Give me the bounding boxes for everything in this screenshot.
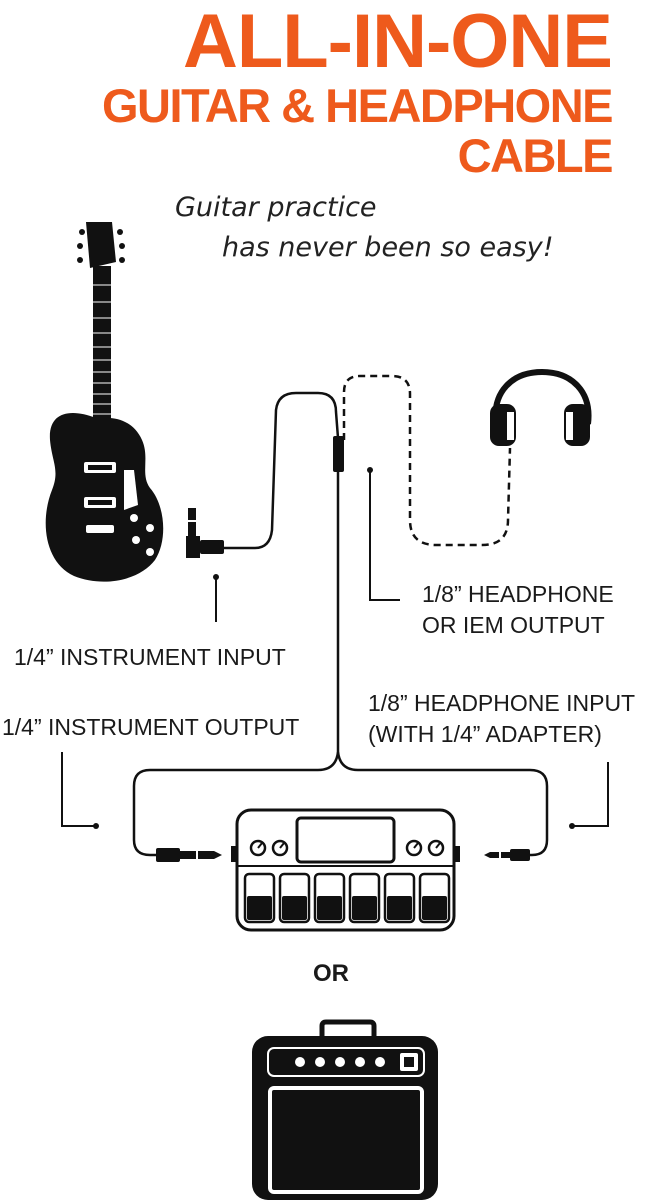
title-line-1: ALL-IN-ONE xyxy=(182,0,613,84)
title-line-2: GUITAR & HEADPHONE xyxy=(101,79,614,132)
label-instrument-input: 1/4” INSTRUMENT INPUT xyxy=(14,644,286,670)
amplifier-icon xyxy=(252,1019,438,1200)
label-headphone-input: 1/8” HEADPHONE INPUT (WITH 1/4” ADAPTER) xyxy=(368,688,635,750)
label-headphone-output: 1/8” HEADPHONE OR IEM OUTPUT xyxy=(422,579,614,641)
quarter-inch-plug-icon xyxy=(156,848,222,862)
label-headphone-output-line-1: 1/8” HEADPHONE xyxy=(422,581,614,607)
title-line-3: CABLE xyxy=(457,129,614,182)
label-headphone-output-line-2: OR IEM OUTPUT xyxy=(422,612,605,638)
tagline-line-2: has never been so easy! xyxy=(222,232,554,263)
label-headphone-input-line-2: (WITH 1/4” ADAPTER) xyxy=(368,721,602,747)
guitar-icon xyxy=(45,222,164,582)
headphones-icon xyxy=(490,368,592,446)
eighth-inch-plug-icon xyxy=(484,849,530,861)
quarter-inch-plug-icon xyxy=(186,508,224,558)
multi-effects-pedal-icon xyxy=(231,808,460,932)
label-headphone-input-line-1: 1/8” HEADPHONE INPUT xyxy=(368,690,636,716)
label-or: OR xyxy=(313,960,349,987)
tagline-line-1: Guitar practice xyxy=(175,192,377,223)
label-instrument-output: 1/4” INSTRUMENT OUTPUT xyxy=(2,714,300,740)
